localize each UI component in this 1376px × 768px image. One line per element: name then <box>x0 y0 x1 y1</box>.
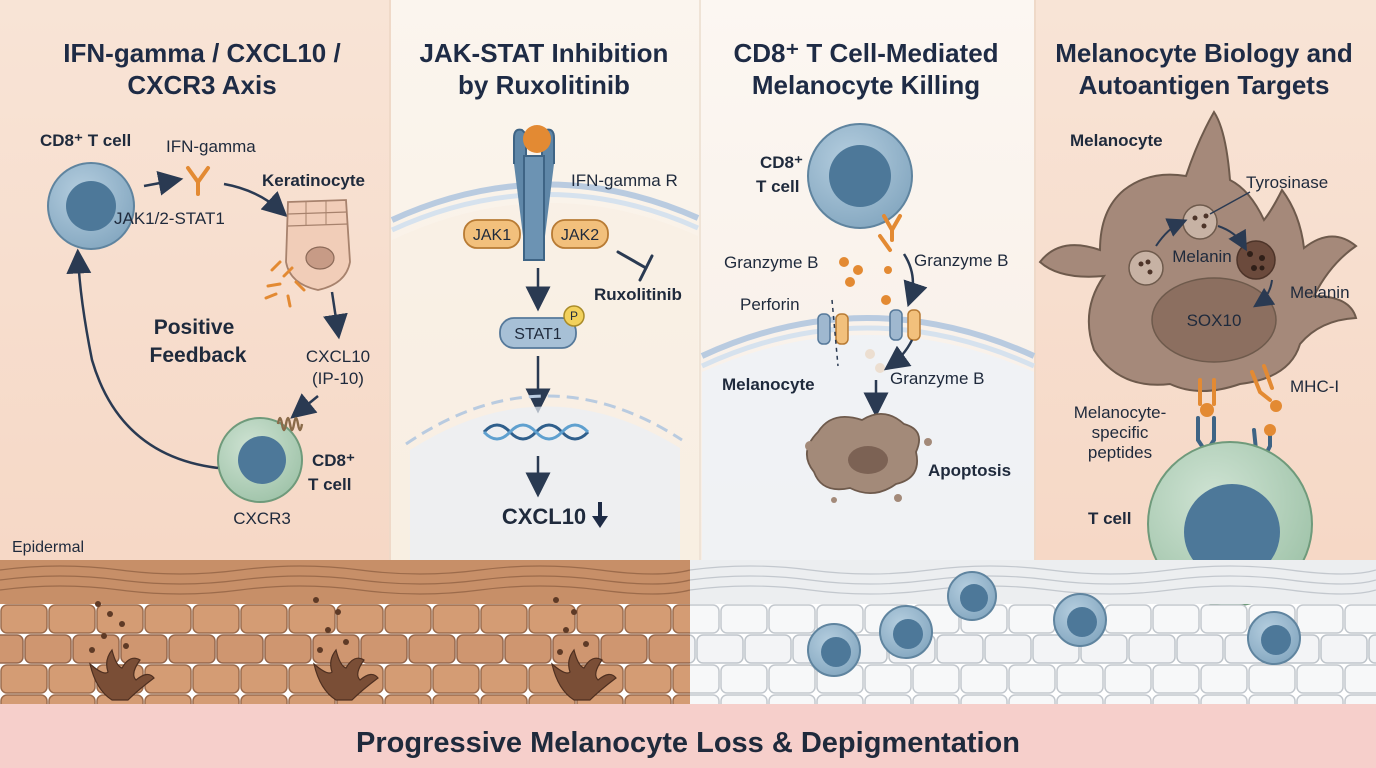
ifn-gamma-receptor <box>513 125 555 261</box>
panel-3-title-line-1: CD8⁺ T Cell-Mediated <box>733 38 998 68</box>
cd8-label-2: T cell <box>756 177 799 196</box>
granzyme-right-label: Granzyme B <box>914 251 1008 270</box>
positive-feedback-line-2: Feedback <box>150 344 247 367</box>
stat1-label: STAT1 <box>514 326 562 343</box>
stat1-pill <box>499 317 577 349</box>
apoptotic-cell <box>805 413 932 503</box>
cd8-label-1: CD8⁺ <box>760 153 803 172</box>
panel-2-title-line-1: JAK-STAT Inhibition <box>420 38 669 68</box>
panel-2-title-line-2: by Ruxolitinib <box>458 70 630 100</box>
jak1-label: JAK1 <box>473 227 511 244</box>
banner-title: Progressive Melanocyte Loss & Depigmenta… <box>356 727 1020 759</box>
peptides-label-3: peptides <box>1088 443 1152 462</box>
epidermal-label: Epidermal <box>12 539 84 556</box>
melanocyte-cell <box>1038 110 1358 392</box>
cxcl10-output-label: CXCL10 <box>502 504 586 529</box>
jak-stat-label: JAK1/2-STAT1 <box>114 209 225 228</box>
peptide-dot <box>1264 424 1276 436</box>
granzyme-bottom-label: Granzyme B <box>890 369 984 388</box>
cd8-bottom-label-2: T cell <box>308 475 351 494</box>
perforin-pore-left <box>817 299 849 367</box>
positive-feedback-line-1: Positive <box>154 316 235 339</box>
cxcr3-receptor-icon <box>276 416 304 432</box>
tyrosinase-label: Tyrosinase <box>1246 173 1328 192</box>
ifn-gamma-label: IFN-gamma <box>166 137 256 156</box>
mhc-i-molecules <box>1198 364 1282 417</box>
cd8-bottom-label-1: CD8⁺ <box>312 451 355 470</box>
tcell-label: T cell <box>1088 509 1131 528</box>
jak1-pill <box>463 219 521 249</box>
cd8-tcell-top <box>47 162 135 250</box>
perforin-pore-right <box>889 309 921 341</box>
cd8-top-label: CD8⁺ T cell <box>40 131 131 150</box>
skin-cross-section: Epidermal <box>0 539 1376 704</box>
melanocyte-label: Melanocyte <box>722 375 815 394</box>
melanin-right-label: Melanin <box>1290 283 1350 302</box>
melanin-center-label: Melanin <box>1172 247 1232 266</box>
perforin-label: Perforin <box>740 295 800 314</box>
arrow-down-icon <box>592 502 608 528</box>
sox10-label: SOX10 <box>1187 311 1242 330</box>
cxcl10-label: CXCL10 <box>306 347 370 366</box>
mhc-i-label: MHC-I <box>1290 377 1339 396</box>
panel-4-diagram: Melanocyte Tyrosinase Melanin Melanin SO… <box>1038 110 1358 607</box>
panel-1-diagram: CD8⁺ T cell IFN-gamma JAK1/2-STAT1 Kerat… <box>40 131 370 528</box>
dna-helix-icon <box>482 423 590 441</box>
keratinocyte-cell <box>264 199 351 308</box>
panel-2-diagram: IFN-gamma R JAK1 JAK2 Ruxolitinib STAT1 … <box>390 125 700 560</box>
basal-melanocytes <box>89 648 617 701</box>
phospho-badge <box>563 305 585 327</box>
cxcr3-label: CXCR3 <box>233 509 291 528</box>
jak2-pill <box>551 219 609 249</box>
cd8-tcell-killer <box>807 123 913 252</box>
melanocyte-title-label: Melanocyte <box>1070 131 1163 150</box>
ruxolitinib-label: Ruxolitinib <box>594 285 682 304</box>
jak2-label: JAK2 <box>561 227 599 244</box>
panel-3-diagram: CD8⁺ T cell Granzyme B Granzyme B Perfor… <box>700 123 1036 560</box>
panel-1-title-line-2: CXCR3 Axis <box>127 70 276 100</box>
panel-4-title-line-2: Autoantigen Targets <box>1079 70 1330 100</box>
peptides-label-2: specific <box>1092 423 1149 442</box>
apoptosis-label: Apoptosis <box>928 461 1011 480</box>
ifn-gamma-r-label: IFN-gamma R <box>571 171 678 190</box>
infiltrating-tcells <box>807 571 1301 677</box>
granzyme-left-label: Granzyme B <box>724 253 818 272</box>
keratinocyte-label: Keratinocyte <box>262 171 365 190</box>
ip10-label: (IP-10) <box>312 369 364 388</box>
banner-background <box>0 704 1376 768</box>
cd8-tcell-bottom <box>217 416 304 503</box>
ifn-gamma-molecule-icon <box>186 166 210 196</box>
panel-4-title-line-1: Melanocyte Biology and <box>1055 38 1353 68</box>
ruxolitinib-inhibition-icon <box>616 250 654 282</box>
panel-3-title-line-2: Melanocyte Killing <box>752 70 980 100</box>
panel-1-title-line-1: IFN-gamma / CXCL10 / <box>63 38 340 68</box>
peptides-label-1: Melanocyte- <box>1074 403 1167 422</box>
phospho-label: P <box>570 309 578 323</box>
